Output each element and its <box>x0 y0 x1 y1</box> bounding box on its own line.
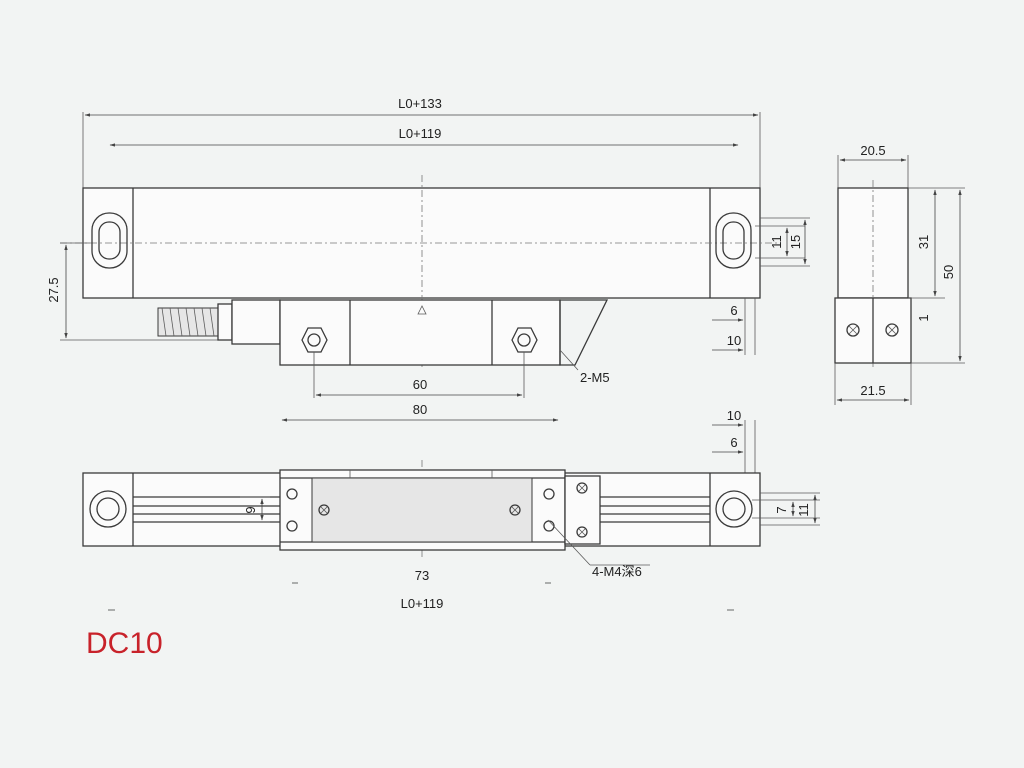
label-11: 11 <box>769 235 784 249</box>
note-4-m4: 4-M4深6 <box>547 519 650 579</box>
label-10-bottom: 10 <box>727 408 741 423</box>
label-mount-pitch-bottom: L0+119 <box>401 596 444 611</box>
mount-slot-right <box>715 212 752 269</box>
label-15: 15 <box>788 235 803 249</box>
bottom-view: 10 6 <box>82 408 820 611</box>
label-11-bottom: 11 <box>796 503 811 517</box>
end-hole-left-icon <box>89 490 127 528</box>
label-80: 80 <box>413 402 427 417</box>
label-6-top: 6 <box>730 303 737 318</box>
side-screw-left-icon <box>846 323 860 337</box>
model-title: DC10 <box>86 627 163 660</box>
hex-nut-left-icon <box>301 327 328 353</box>
label-21-5: 21.5 <box>860 383 885 398</box>
mount-slot-left <box>91 212 128 269</box>
label-31: 31 <box>916 235 931 249</box>
side-screw-right-icon <box>885 323 899 337</box>
label-27-5: 27.5 <box>46 277 61 302</box>
dim-reader-60-80: 60 80 <box>281 352 559 422</box>
label-overall-length: L0+133 <box>398 96 442 111</box>
dim-overall-length: L0+133 <box>82 96 761 190</box>
label-10-top: 10 <box>727 333 741 348</box>
end-bracket <box>564 475 601 545</box>
label-2-m5: 2-M5 <box>580 370 610 385</box>
note-2-m5: 2-M5 <box>559 349 610 385</box>
label-mount-pitch: L0+119 <box>399 126 442 141</box>
dim-6-10-top: 6 10 <box>712 298 756 355</box>
dim-slot-11-15: 11 15 <box>755 217 810 267</box>
carriage-plate <box>311 477 533 543</box>
hole-icon <box>286 488 298 500</box>
dim-10-6-bottom: 10 6 <box>712 408 756 475</box>
screw-icon <box>318 504 330 516</box>
screw-icon <box>576 482 588 494</box>
label-60: 60 <box>413 377 427 392</box>
dim-height-31-50: 31 50 1 <box>908 187 965 364</box>
screw-icon <box>576 526 588 538</box>
dim-9: 9 <box>240 496 270 523</box>
dim-7-11: 7 11 <box>752 492 820 526</box>
label-6-bottom: 6 <box>730 435 737 450</box>
dim-mount-pitch: L0+119 <box>109 126 739 147</box>
label-1: 1 <box>916 314 931 321</box>
carriage <box>279 469 566 551</box>
hex-nut-right-icon <box>511 327 538 353</box>
label-73: 73 <box>415 568 429 583</box>
label-7: 7 <box>774 506 789 513</box>
dim-mount-pitch-bottom: L0+119 <box>108 596 734 611</box>
dim-73: 73 <box>292 568 551 584</box>
label-50: 50 <box>941 265 956 279</box>
hole-icon <box>286 520 298 532</box>
side-view: 20.5 31 50 1 21 <box>834 143 965 405</box>
label-4-m4: 4-M4深6 <box>592 564 642 579</box>
end-hole-right-icon <box>715 490 753 528</box>
label-9: 9 <box>243 506 258 513</box>
screw-icon <box>509 504 521 516</box>
top-view: L0+133 L0+119 27.5 <box>46 96 810 422</box>
triangle-mark-icon <box>417 305 427 315</box>
dim-width-21-5: 21.5 <box>834 363 912 405</box>
cable-spring <box>157 299 281 345</box>
reader-head <box>279 299 609 366</box>
hole-icon <box>543 488 555 500</box>
label-20-5: 20.5 <box>860 143 885 158</box>
dim-width-20-5: 20.5 <box>837 143 909 190</box>
